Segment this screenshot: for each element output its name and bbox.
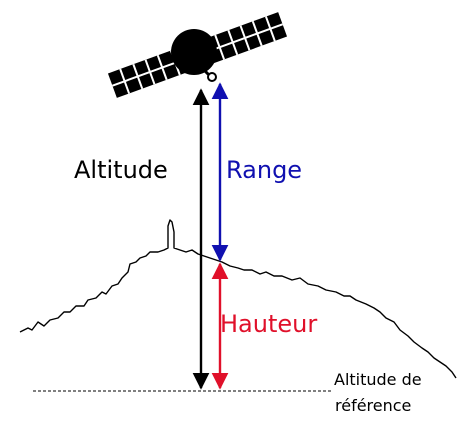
satellite-antenna <box>207 72 217 82</box>
satellite-icon <box>107 12 288 98</box>
range-label: Range <box>226 156 303 184</box>
right-solar-panel <box>202 12 288 64</box>
reference-altitude-label-line1: Altitude de <box>334 370 422 389</box>
altitude-label: Altitude <box>74 156 168 184</box>
terrain-profile <box>19 219 457 379</box>
hauteur-label: Hauteur <box>220 310 318 338</box>
reference-altitude-label-line2: référence <box>335 396 412 415</box>
satellite-body <box>171 29 217 75</box>
